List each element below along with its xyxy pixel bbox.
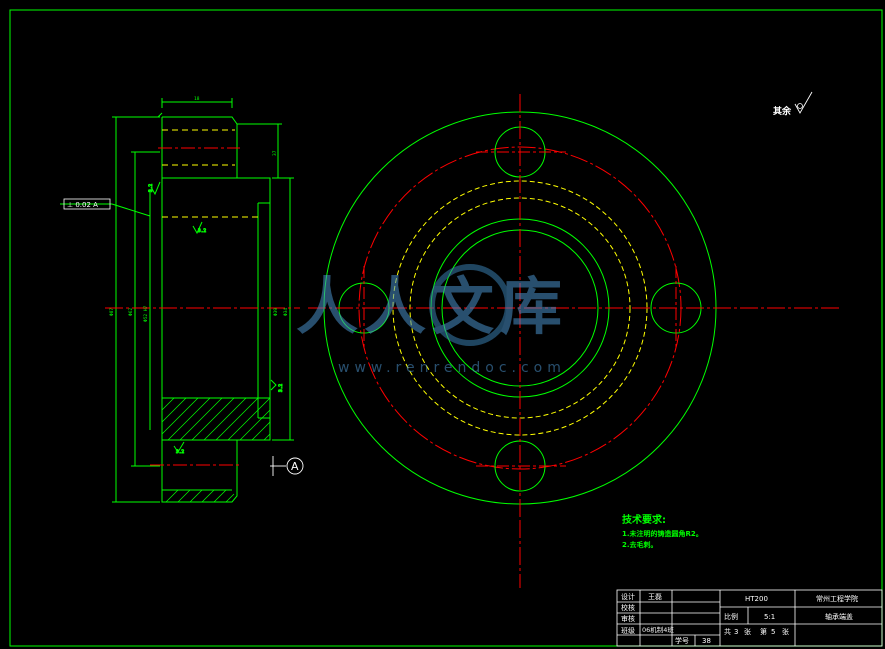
title-block — [616, 589, 883, 647]
tolerance-frame: ⊥ 0.02 A — [60, 198, 151, 217]
tb-designer: 王磊 — [648, 593, 662, 601]
tb-scale-label: 比例 — [724, 612, 738, 621]
section-dim-texts: 18 Φ87 Φ62 Φ52 H7 Φ39 Φ34 37 3.2 3.2 3.2… — [109, 96, 289, 456]
tb-class-label: 班级 — [621, 626, 635, 635]
roughness-mark-4: 3.2 — [173, 441, 185, 456]
tb-design-label: 设计 — [621, 592, 635, 601]
tb-zhang-2: 张 — [782, 627, 789, 636]
section-hidden-lines — [105, 129, 300, 466]
svg-text:3.2: 3.2 — [176, 449, 184, 455]
watermark-logo-icon — [429, 264, 511, 346]
tb-zhang-1: 张 — [744, 627, 751, 636]
svg-text:3.2: 3.2 — [148, 184, 154, 192]
surface-finish-label: 其余 — [773, 105, 792, 117]
tb-review-label: 审核 — [621, 614, 635, 623]
title-block-text: 设计 王磊 校核 审核 班级 06机制4班 学号 38 HT200 比例 5:1… — [621, 592, 858, 645]
surface-finish-note: 其余 — [773, 91, 813, 117]
datum-label: A — [291, 460, 299, 473]
tb-school: 常州工程学院 — [816, 594, 858, 603]
tb-seq-label: 学号 — [675, 636, 689, 645]
tech-req-item-2: 2.去毛刺。 — [622, 540, 658, 549]
watermark: 人人文库 www.renrendoc.com — [296, 264, 568, 376]
svg-text:3.2: 3.2 — [198, 228, 206, 234]
tb-sheet-label: 第 — [760, 627, 767, 636]
tb-seq-value: 38 — [702, 637, 711, 645]
dim-right-b: Φ34 — [283, 308, 289, 316]
front-view — [308, 94, 842, 588]
section-view — [112, 98, 294, 503]
roughness-mark-1: 3.2 — [148, 181, 161, 196]
tb-part-name: 轴承端盖 — [825, 612, 853, 621]
tb-class-value: 06机制4班 — [642, 625, 674, 634]
tb-total-value: 3 — [734, 628, 738, 636]
dim-right-a: Φ39 — [273, 308, 279, 316]
technical-requirements: 技术要求: 1.未注明的铸造圆角R2。 2.去毛刺。 — [622, 513, 703, 549]
tb-total-label: 共 — [724, 627, 731, 636]
roughness-mark-2: 3.2 — [192, 221, 207, 235]
drawing-border — [9, 9, 883, 647]
watermark-brand: 人人文库 — [296, 270, 568, 343]
dim-left-overall: Φ87 — [109, 308, 115, 316]
tolerance-text: ⊥ 0.02 A — [67, 201, 98, 209]
datum-marker — [270, 456, 304, 476]
tech-req-title: 技术要求: — [622, 513, 666, 526]
roughness-mark-3: 3.2 — [270, 379, 285, 393]
dim-left-mid: Φ62 — [128, 308, 134, 316]
tb-scale-value: 5:1 — [764, 613, 775, 621]
tb-check-label: 校核 — [621, 603, 635, 612]
watermark-url: www.renrendoc.com — [338, 360, 566, 376]
dim-right-step: 37 — [272, 150, 278, 156]
dim-left-inner: Φ52 H7 — [143, 305, 149, 322]
section-hatching — [161, 397, 271, 503]
tech-req-item-1: 1.未注明的铸造圆角R2。 — [622, 529, 703, 538]
tb-material: HT200 — [745, 595, 768, 603]
svg-text:3.2: 3.2 — [278, 384, 284, 392]
dim-top-width: 18 — [194, 96, 200, 102]
tb-sheet-value: 5 — [771, 628, 775, 636]
